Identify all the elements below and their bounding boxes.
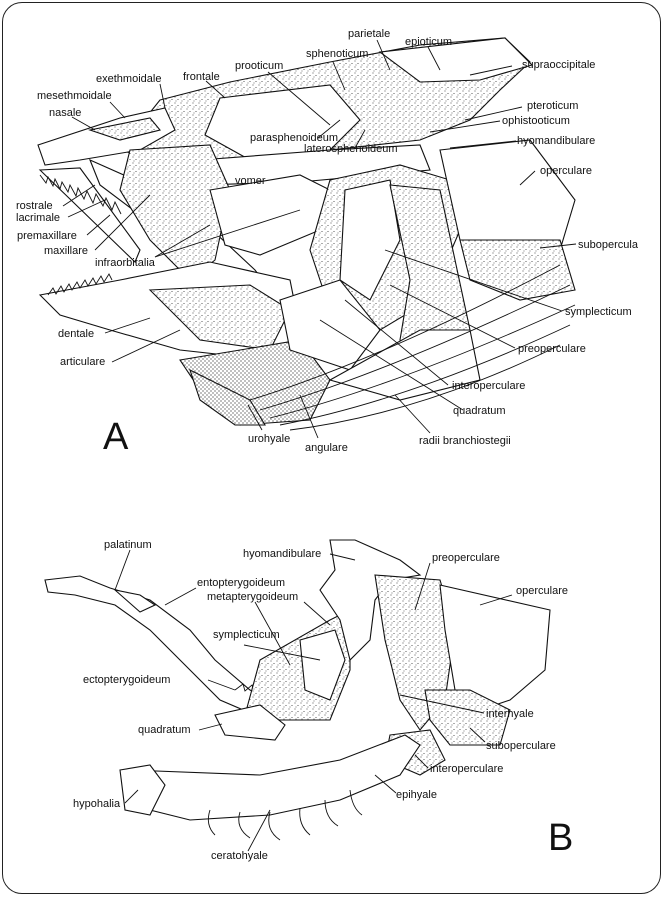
panel-label-b: B: [548, 817, 573, 859]
label-interoperculare-b: interoperculare: [430, 763, 503, 775]
label-premaxillare: premaxillare: [17, 230, 77, 242]
label-ophistooticum: ophistooticum: [502, 115, 570, 127]
skull-drawing-a: [38, 38, 575, 430]
label-epioticum: epioticum: [405, 36, 452, 48]
label-quadratum-b: quadratum: [138, 724, 191, 736]
label-articulare: articulare: [60, 356, 105, 368]
label-laterosphenoideum: laterosphenoideum: [304, 143, 398, 155]
label-vomer: vomer: [235, 175, 266, 187]
label-subopercula: subopercula: [578, 239, 639, 251]
label-suboperculare: suboperculare: [486, 740, 556, 752]
label-angulare: angulare: [305, 442, 348, 454]
label-operculare-b: operculare: [516, 585, 568, 597]
label-entopterygoideum: entopterygoideum: [197, 577, 285, 589]
label-pteroticum: pteroticum: [527, 100, 578, 112]
label-metapterygoideum: metapterygoideum: [207, 591, 298, 603]
label-hyomandibulare-b: hyomandibulare: [243, 548, 321, 560]
label-sphenoticum: sphenoticum: [306, 48, 368, 60]
label-quadratum: quadratum: [453, 405, 506, 417]
label-parietale: parietale: [348, 28, 390, 40]
label-operculare: operculare: [540, 165, 592, 177]
label-exethmoidale: exethmoidale: [96, 73, 161, 85]
label-symplecticum-b: symplecticum: [213, 629, 280, 641]
label-interhyale: interhyale: [486, 708, 534, 720]
label-prooticum: prooticum: [235, 60, 283, 72]
label-ectopterygoideum: ectopterygoideum: [83, 674, 170, 686]
label-infraorbitalia: infraorbitalia: [95, 257, 156, 269]
label-mesethmoidale: mesethmoidale: [37, 90, 112, 102]
label-frontale: frontale: [183, 71, 220, 83]
label-hyomandibulare: hyomandibulare: [517, 135, 595, 147]
label-hypohalia: hypohalia: [73, 798, 121, 810]
label-maxillare: maxillare: [44, 245, 88, 257]
label-dentale: dentale: [58, 328, 94, 340]
panel-label-a: A: [103, 416, 129, 458]
label-preoperculare: preoperculare: [518, 343, 586, 355]
label-radii-branchiostegii: radii branchiostegii: [419, 435, 511, 447]
label-epihyale: epihyale: [396, 789, 437, 801]
label-supraoccipitale: supraoccipitale: [522, 59, 595, 71]
label-nasale: nasale: [49, 107, 81, 119]
label-symplecticum: symplecticum: [565, 306, 632, 318]
label-palatinum: palatinum: [104, 539, 152, 551]
label-ceratohyale: ceratohyale: [211, 850, 268, 862]
label-preoperculare-b: preoperculare: [432, 552, 500, 564]
label-lacrimale: lacrimale: [16, 212, 60, 224]
skull-drawing-b: [45, 540, 550, 840]
label-interoperculare: interoperculare: [452, 380, 525, 392]
label-urohyale: urohyale: [248, 433, 290, 445]
label-rostrale: rostrale: [16, 200, 53, 212]
